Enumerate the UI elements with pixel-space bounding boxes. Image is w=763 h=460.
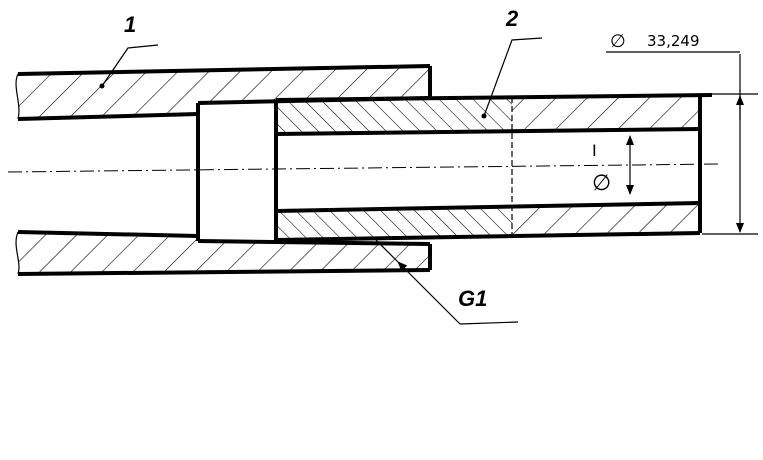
outer-diameter-dimension: ∅ 33,249 [606, 31, 758, 235]
part-2-label: 2 [505, 6, 519, 31]
diameter-value: 33,249 [647, 32, 700, 50]
inner-mark: I [592, 141, 597, 160]
part-1-label: 1 [124, 12, 136, 37]
inner-diameter-symbol: ∅ [592, 171, 611, 196]
part-2-tube [274, 93, 713, 242]
diameter-symbol: ∅ [610, 31, 626, 52]
weld-leader: G1 [375, 239, 519, 325]
part-2-leader: 2 [481, 6, 543, 119]
inner-diameter-dimension: ∅ I [592, 135, 634, 196]
weld-label: G1 [458, 286, 487, 311]
center-axis [7, 163, 721, 173]
part-1-leader: 1 [99, 12, 159, 89]
